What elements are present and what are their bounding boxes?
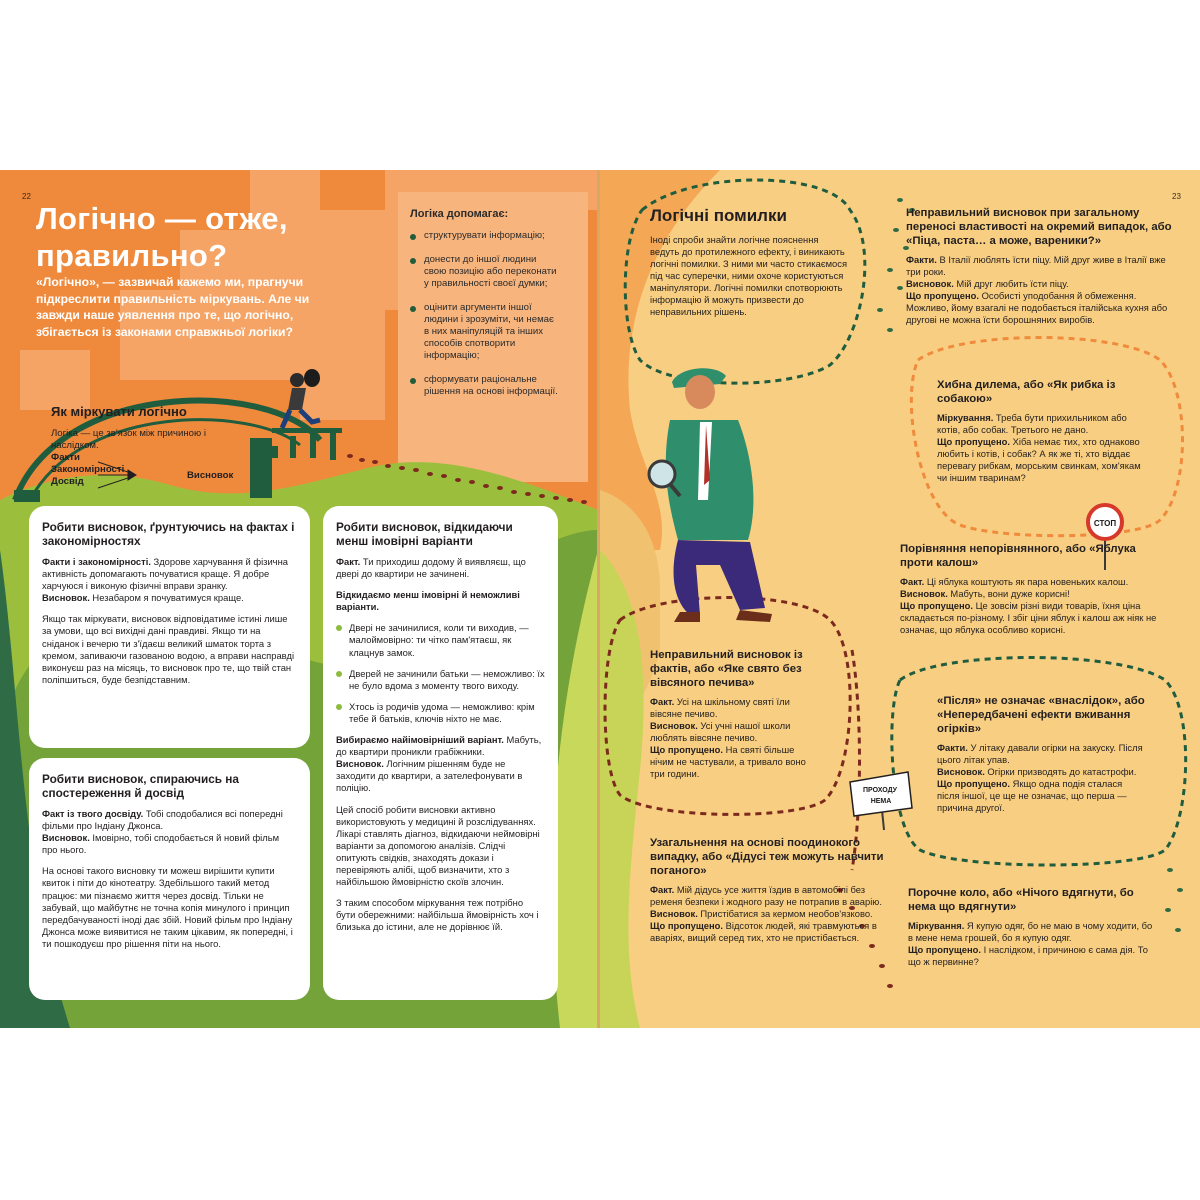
page-number-right: 23 (1172, 192, 1181, 201)
section-title: Узагальнення на основі поодинокого випад… (650, 837, 884, 877)
section-grandpa: Узагальнення на основі поодинокого випад… (650, 836, 890, 944)
card-paragraph: Якщо так міркувати, висновок відповідати… (42, 613, 295, 685)
dashed-frames (603, 178, 1188, 871)
no-passage-label-2: НЕМА (871, 798, 892, 805)
helps-item: сформувати раціональне рішення на основі… (410, 374, 560, 398)
footprints-left (347, 454, 587, 504)
section-title: Неправильний висновок із фактів, або «Як… (650, 649, 803, 689)
card-paragraph: Цей спосіб робити висновки активно викор… (336, 803, 540, 888)
right-page-illustration: СТОП ПРОХОДУ НЕМА (600, 170, 1188, 1028)
variant-item: Дверей не зачинили батьки — неможливо: ї… (336, 668, 545, 692)
no-passage-sign-icon: ПРОХОДУ НЕМА (849, 771, 913, 831)
section-title: Порочне коло, або «Нічого вдягнути, бо н… (908, 887, 1134, 913)
helps-item: структурувати інформацію; (410, 230, 560, 242)
how-experience: Досвід (51, 476, 84, 487)
card-facts-patterns: Робити висновок, ґрунтуючись на фактах і… (29, 506, 310, 748)
how-text: Логіка — це зв'язок між причиною і наслі… (51, 428, 207, 451)
footprints-green (877, 198, 1183, 932)
card-title: Робити висновок, ґрунтуючись на фактах і… (42, 520, 295, 548)
thief-figure (279, 369, 321, 430)
section-title: Порівняння непорівнянного, або «Яблука п… (900, 543, 1136, 569)
logical-errors-intro: Логічні помилки Іноді спроби знайти логі… (650, 206, 850, 318)
errors-intro-text: Іноді спроби знайти логічне пояснення ве… (650, 234, 848, 317)
variant-item: Двері не зачинилися, коли ти виходив, — … (336, 622, 545, 658)
tree-dark-left (0, 550, 70, 1028)
section-after: «Після» не означає «внаслідок», або «Неп… (937, 694, 1147, 814)
how-facts: Факти (51, 452, 80, 463)
section-pizza: Неправильний висновок при загальному пер… (906, 206, 1174, 326)
book-spread: 22 Логічно — отже, правильно? «Логічно»,… (0, 170, 1200, 1028)
helps-title: Логіка допомагає: (410, 208, 509, 220)
right-page: СТОП ПРОХОДУ НЕМА (600, 170, 1200, 1028)
section-title: «Після» не означає «внаслідок», або «Неп… (937, 695, 1145, 735)
logic-helps-block: Логіка допомагає: структурувати інформац… (410, 208, 560, 410)
section-title: Хибна дилема, або «Як рибка із собакою» (937, 379, 1116, 405)
card-discard-unlikely: Робити висновок, відкидаючи менш імовірн… (323, 506, 558, 1000)
section-title: Неправильний висновок при загальному пер… (906, 207, 1172, 247)
card-observation-experience: Робити висновок, спираючись на спостереж… (29, 758, 310, 1000)
how-patterns: Закономірності (51, 464, 125, 475)
card-paragraph: З таким способом міркування теж потрібно… (336, 897, 539, 933)
no-passage-label-1: ПРОХОДУ (863, 787, 898, 794)
helps-item: донести до іншої людини свою позицію або… (410, 254, 560, 290)
stop-sign-icon: СТОП (1086, 503, 1124, 570)
card-title: Робити висновок, спираючись на спостереж… (42, 772, 239, 800)
how-to-reason-block: Як міркувати логічно Логіка — це зв'язок… (51, 404, 241, 488)
section-vicious-circle: Порочне коло, або «Нічого вдягнути, бо н… (908, 886, 1158, 968)
page-title: Логічно — отже, правильно? (36, 201, 288, 273)
book-gutter (597, 170, 601, 1028)
detective-figure (647, 368, 772, 622)
helps-item: оцінити аргументи іншої людини і зрозумі… (410, 302, 560, 362)
lead-paragraph: «Логічно», — зазвичай кажемо ми, прагнуч… (36, 275, 310, 339)
left-page: 22 Логічно — отже, правильно? «Логічно»,… (0, 170, 598, 1028)
orange-wave (600, 170, 720, 550)
card-title: Робити висновок, відкидаючи менш імовірн… (336, 520, 513, 548)
errors-title: Логічні помилки (650, 206, 787, 225)
green-hill (600, 550, 644, 1028)
section-dilemma: Хибна дилема, або «Як рибка із собакою» … (937, 378, 1147, 484)
reasoning-arrows (97, 461, 137, 489)
card-paragraph: На основі такого висновку ти можеш виріш… (42, 865, 293, 949)
section-holiday: Неправильний висновок із фактів, або «Як… (650, 648, 820, 780)
section-compare: Порівняння непорівнянного, або «Яблука п… (900, 542, 1168, 636)
page-number-left: 22 (22, 192, 31, 201)
footprints-brown (837, 888, 893, 988)
how-title: Як міркувати логічно (51, 404, 187, 419)
hill-right-edge (552, 550, 598, 1028)
variant-item: Хтось із родичів удома — неможливо: крім… (336, 701, 545, 725)
stop-sign-label: СТОП (1094, 519, 1116, 528)
bridge-posts (14, 428, 342, 502)
helps-panel-bg (398, 192, 588, 482)
how-conclusion: Висновок (187, 470, 234, 481)
